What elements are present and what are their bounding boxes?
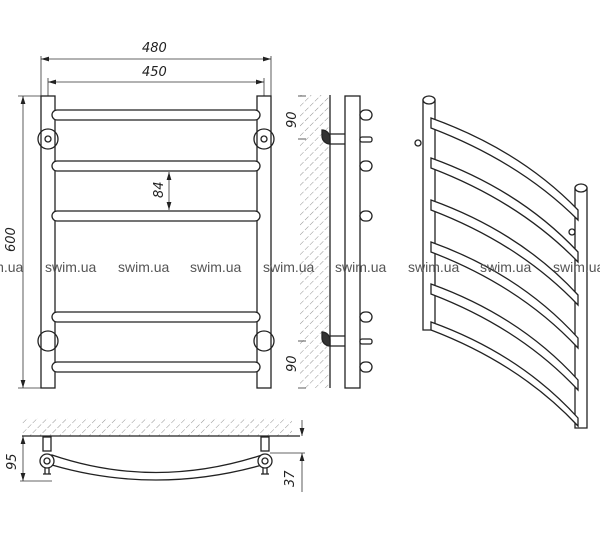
dimension-bottom-mount: 90 <box>285 355 300 372</box>
top-view-rung <box>51 454 263 481</box>
dimension-mount-depth: 37 <box>283 470 298 487</box>
watermark: swim.ua <box>335 259 387 275</box>
dimension-height: 600 <box>4 227 19 252</box>
mount-brackets <box>37 128 275 352</box>
dimension-wall-depth: 95 <box>5 453 20 470</box>
watermark: swim.ua <box>118 259 170 275</box>
dimension-center-distance: 450 <box>142 65 167 80</box>
perspective-view <box>414 95 588 429</box>
watermark: swim.ua <box>263 259 315 275</box>
rungs <box>51 109 261 373</box>
perspective-rungs <box>430 117 579 428</box>
front-view: 480 450 600 84 <box>4 41 275 389</box>
right-post <box>256 95 272 389</box>
watermark: swim.ua <box>408 259 460 275</box>
watermark-row: swim.ua swim.ua swim.ua swim.ua swim.ua … <box>0 259 600 275</box>
watermark: swim.ua <box>190 259 242 275</box>
watermark: swim.ua <box>45 259 97 275</box>
dimension-top-mount: 90 <box>285 111 300 128</box>
dimension-overall-width: 480 <box>142 41 167 56</box>
watermark: swim.ua <box>480 259 532 275</box>
watermark: swim.ua <box>0 259 24 275</box>
side-view: 90 90 <box>285 95 373 389</box>
watermark: swim.ua <box>553 259 600 275</box>
top-view: 95 37 <box>5 418 305 492</box>
left-post <box>40 95 56 389</box>
dimension-rung-spacing: 84 <box>152 181 167 198</box>
side-rung-ends <box>359 109 373 373</box>
side-post <box>344 95 361 389</box>
